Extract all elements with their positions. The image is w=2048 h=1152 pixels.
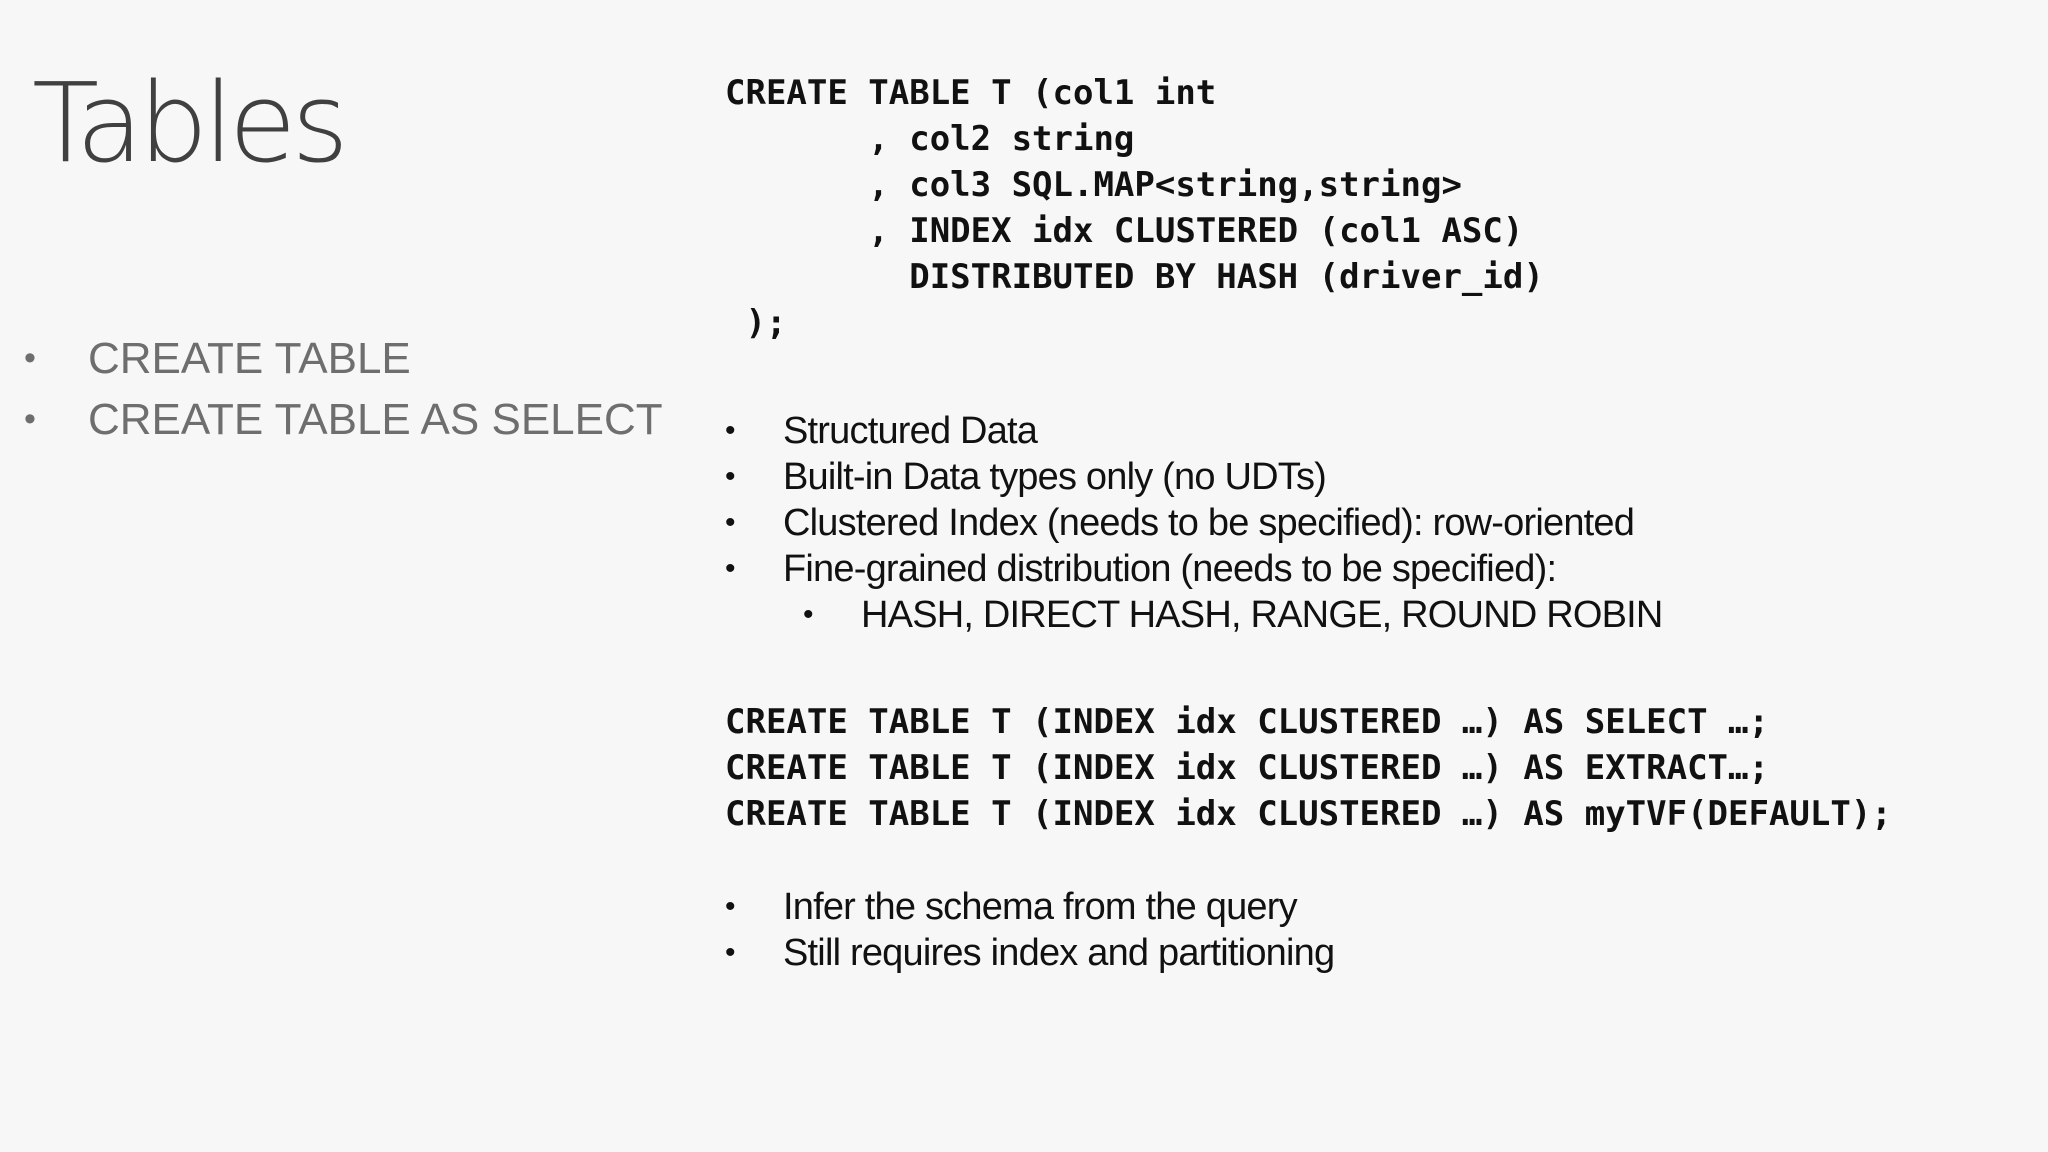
- feature-label: Clustered Index (needs to be specified):…: [783, 502, 1635, 544]
- topic-list: • CREATE TABLE • CREATE TABLE AS SELECT: [24, 328, 663, 450]
- feature-item: • Fine-grained distribution (needs to be…: [725, 546, 1663, 592]
- create-table-code: CREATE TABLE T (col1 int , col2 string ,…: [725, 70, 1544, 346]
- code-line: );: [725, 303, 787, 343]
- feature-item: • Structured Data: [725, 408, 1663, 454]
- note-item: • Still requires index and partitioning: [725, 930, 1335, 976]
- note-label: Infer the schema from the query: [783, 886, 1298, 928]
- feature-label: Fine-grained distribution (needs to be s…: [783, 548, 1557, 590]
- slide-title: Tables: [32, 59, 349, 187]
- ctas-notes-list: • Infer the schema from the query • Stil…: [725, 884, 1335, 976]
- feature-subitem: • HASH, DIRECT HASH, RANGE, ROUND ROBIN: [725, 592, 1663, 638]
- feature-label: Structured Data: [783, 410, 1038, 452]
- note-item: • Infer the schema from the query: [725, 884, 1334, 930]
- code-line: , col2 string: [725, 119, 1135, 159]
- create-table-as-code: CREATE TABLE T (INDEX idx CLUSTERED …) A…: [725, 699, 1892, 837]
- topic-item-label: CREATE TABLE: [88, 334, 411, 383]
- code-line: CREATE TABLE T (INDEX idx CLUSTERED …) A…: [725, 702, 1769, 742]
- feature-item: • Clustered Index (needs to be specified…: [725, 500, 1663, 546]
- note-label: Still requires index and partitioning: [783, 932, 1335, 974]
- feature-label: Built-in Data types only (no UDTs): [783, 456, 1327, 498]
- bullet-icon: •: [24, 400, 36, 438]
- topic-item-create-table-as-select: • CREATE TABLE AS SELECT: [24, 389, 663, 450]
- code-line: CREATE TABLE T (INDEX idx CLUSTERED …) A…: [725, 794, 1892, 834]
- bullet-icon: •: [725, 460, 735, 493]
- code-line: DISTRIBUTED BY HASH (driver_id): [725, 257, 1544, 297]
- feature-item: • Built-in Data types only (no UDTs): [725, 454, 1663, 500]
- code-line: , col3 SQL.MAP<string,string>: [725, 165, 1462, 205]
- code-line: CREATE TABLE T (INDEX idx CLUSTERED …) A…: [725, 748, 1769, 788]
- bullet-icon: •: [803, 598, 813, 631]
- table-features-list: • Structured Data • Built-in Data types …: [725, 408, 1663, 638]
- bullet-icon: •: [24, 339, 36, 377]
- bullet-icon: •: [725, 414, 735, 447]
- bullet-icon: •: [725, 890, 735, 923]
- bullet-icon: •: [725, 936, 735, 969]
- code-line: CREATE TABLE T (col1 int: [725, 73, 1217, 113]
- bullet-icon: •: [725, 506, 735, 539]
- feature-sublabel: HASH, DIRECT HASH, RANGE, ROUND ROBIN: [861, 594, 1663, 636]
- topic-item-label: CREATE TABLE AS SELECT: [88, 395, 663, 444]
- topic-item-create-table: • CREATE TABLE: [24, 328, 663, 389]
- code-line: , INDEX idx CLUSTERED (col1 ASC): [725, 211, 1524, 251]
- bullet-icon: •: [725, 552, 735, 585]
